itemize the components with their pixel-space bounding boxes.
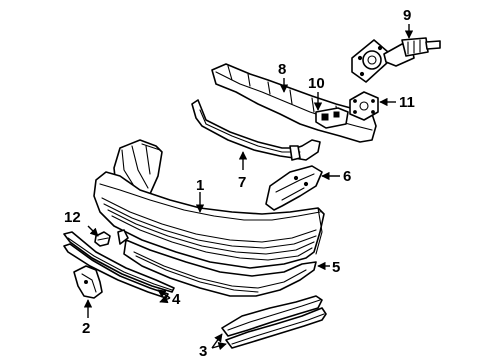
- callout-4: 4: [172, 291, 181, 308]
- side-bracket-part: [265, 165, 323, 211]
- callout-10: 10: [308, 75, 325, 92]
- callout-8: 8: [278, 61, 286, 78]
- reinforcement-bar-part: [191, 99, 321, 161]
- callout-9: 9: [403, 7, 411, 24]
- callout-5: 5: [332, 259, 340, 276]
- callout-7: 7: [238, 174, 246, 191]
- impact-strip-part: [221, 295, 327, 349]
- callout-1: 1: [196, 177, 204, 194]
- callout-3: 3: [199, 343, 207, 360]
- callout-11: 11: [399, 94, 415, 111]
- callout-12: 12: [64, 209, 81, 226]
- callout-2: 2: [82, 320, 90, 337]
- lower-valance-part: [117, 229, 317, 297]
- callout-6: 6: [343, 168, 351, 185]
- bumper-cover-part: [93, 139, 325, 269]
- mounting-plate-part: [349, 91, 379, 121]
- clip-part: [94, 231, 111, 247]
- isolator-part: [351, 37, 441, 83]
- small-bracket-part: [73, 265, 103, 299]
- bracket-part: [315, 107, 349, 129]
- leader-lines: [83, 24, 414, 351]
